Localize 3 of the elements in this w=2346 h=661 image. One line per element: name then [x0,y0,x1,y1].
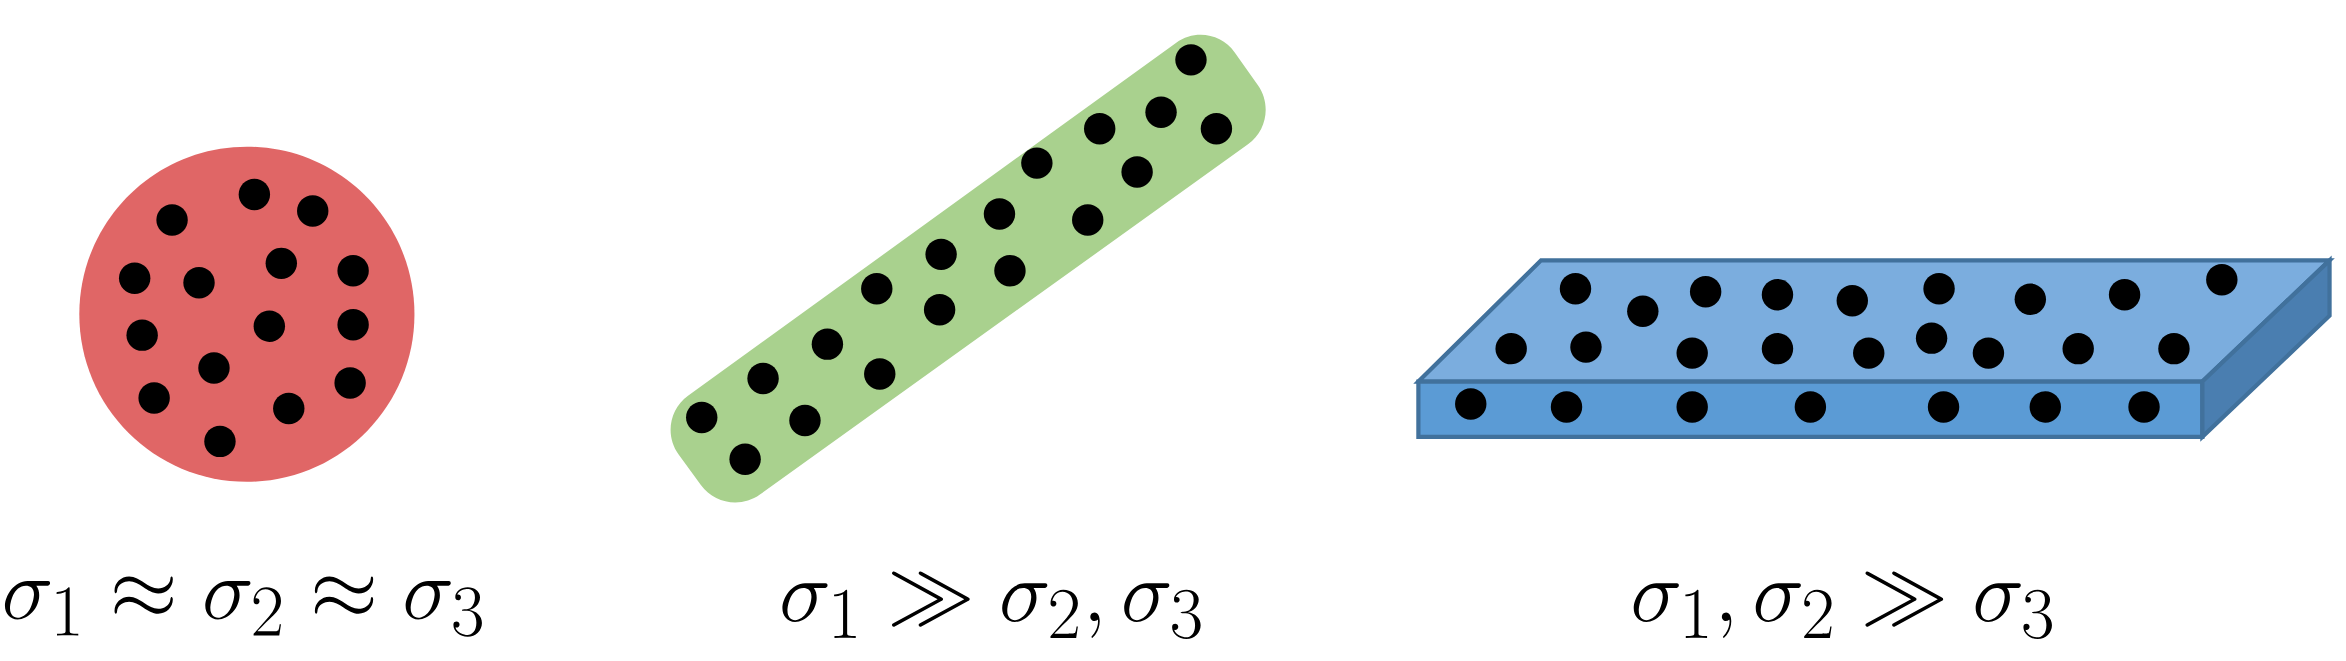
formula-label: $\sigma_1 \approx \sigma_2 \approx \sigma_3$ [4,576,482,637]
formula-label: $\sigma_1 \gg \sigma_2, \sigma_3$ [782,571,1201,639]
formula-label: $\sigma_1, \sigma_2 \gg \sigma_3$ [1633,571,2052,639]
